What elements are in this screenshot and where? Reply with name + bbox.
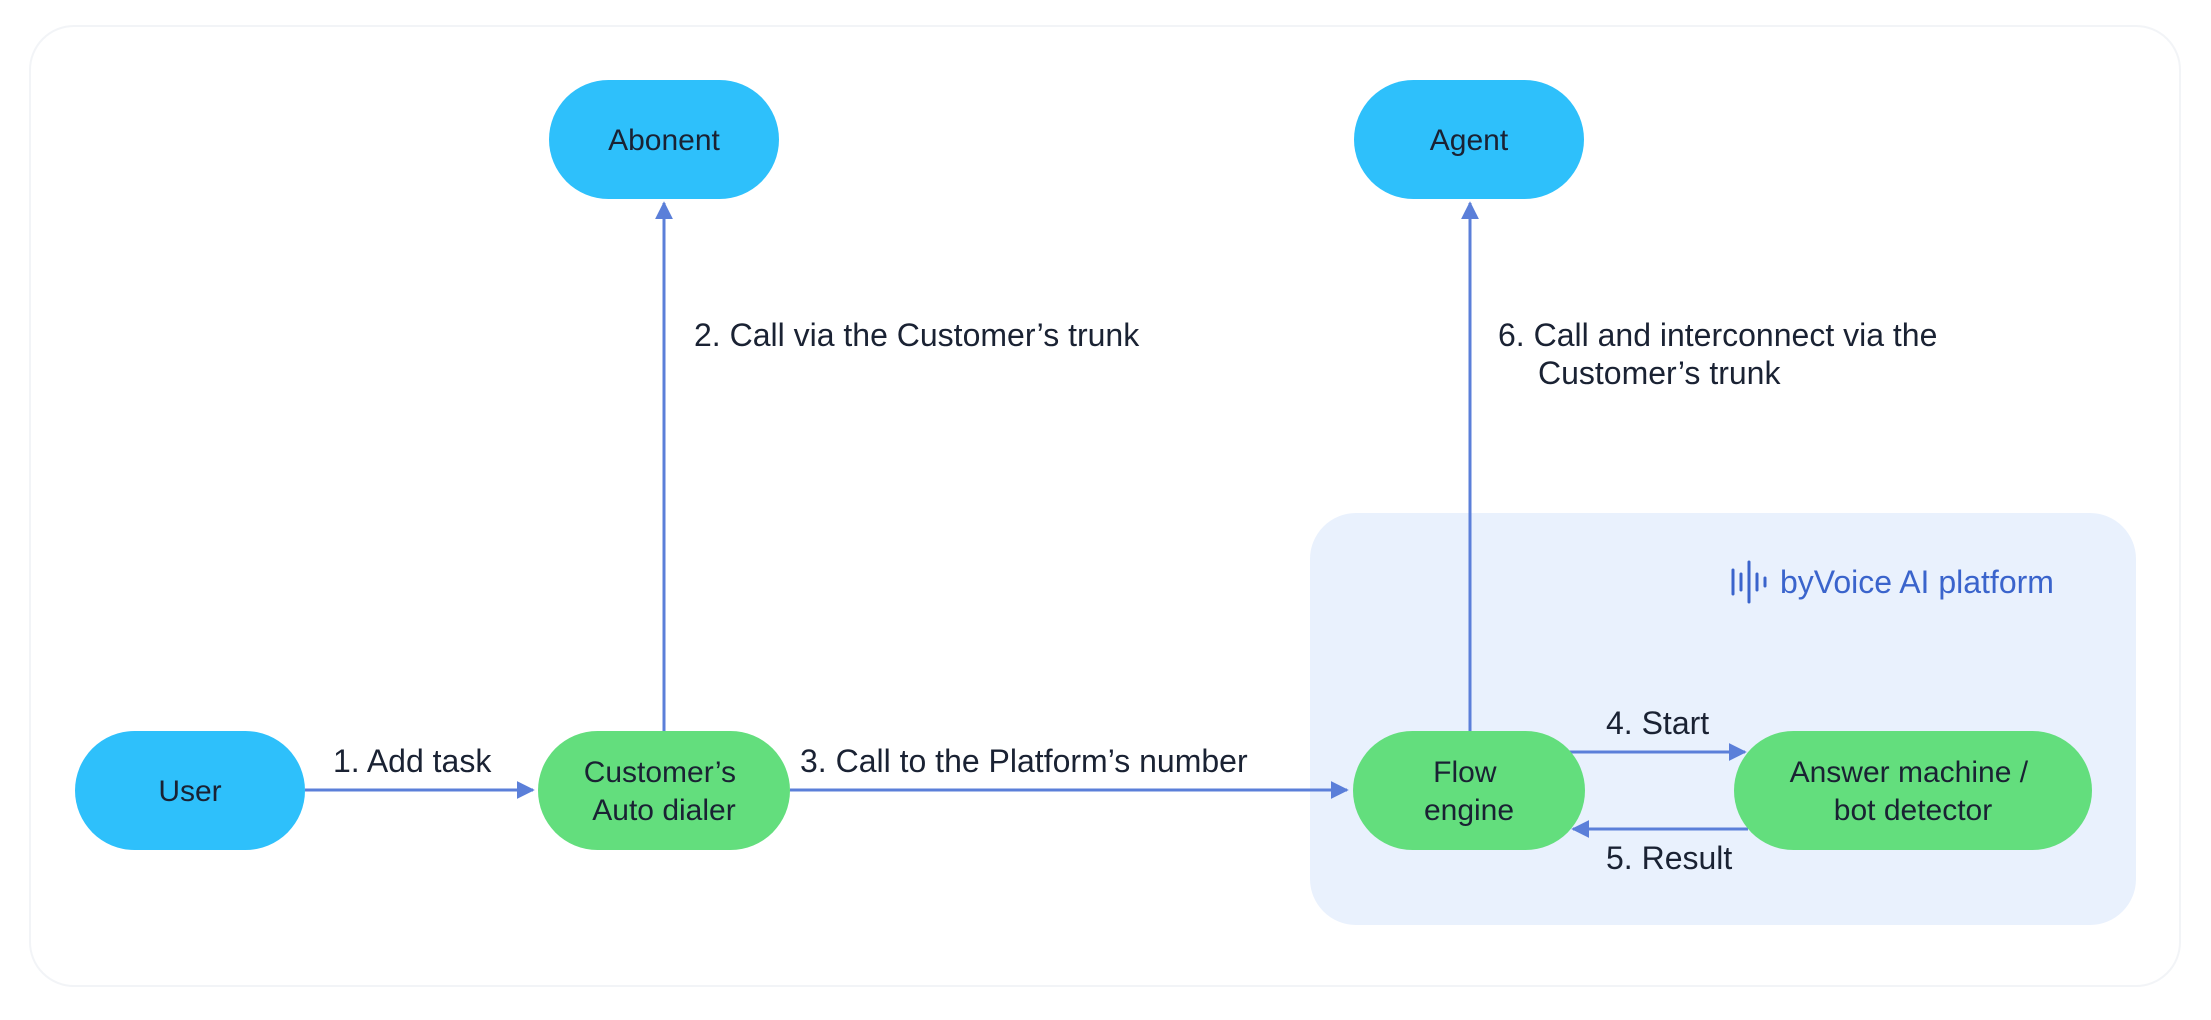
- node-shape: [1354, 80, 1584, 199]
- node-shape: [538, 731, 790, 850]
- node-abonent: Abonent: [549, 80, 779, 199]
- node-label: Flow engine: [1424, 756, 1514, 827]
- edge-label-result: 5. Result: [1606, 840, 1732, 876]
- node-label: Agent: [1430, 124, 1509, 157]
- edge-label-start: 4. Start: [1606, 705, 1709, 741]
- node-user: User: [75, 731, 305, 850]
- node-shape: [1734, 731, 2092, 850]
- edge-labels: 1. Add task 2. Call via the Customer’s t…: [333, 317, 1946, 876]
- node-label: User: [158, 775, 221, 808]
- node-label: Customer’s Auto dialer: [584, 756, 745, 827]
- node-agent: Agent: [1354, 80, 1584, 199]
- node-detector: Answer machine / bot detector: [1734, 731, 2092, 850]
- platform-label: byVoice AI platform: [1780, 564, 2054, 600]
- node-shape: [549, 80, 779, 199]
- node-flow-engine: Flow engine: [1353, 731, 1585, 850]
- edge-label-interconnect: 6. Call and interconnect via the Custome…: [1498, 317, 1946, 391]
- node-shape: [75, 731, 305, 850]
- node-label: Abonent: [608, 124, 720, 157]
- edge-label-add-task: 1. Add task: [333, 743, 492, 779]
- edge-label-call-platform: 3. Call to the Platform’s number: [800, 743, 1248, 779]
- node-auto-dialer: Customer’s Auto dialer: [538, 731, 790, 850]
- node-shape: [1353, 731, 1585, 850]
- waveform-icon: [1731, 560, 1767, 604]
- edges: [305, 201, 1748, 838]
- node-label: Answer machine / bot detector: [1790, 756, 2037, 827]
- edge-label-call-trunk: 2. Call via the Customer’s trunk: [694, 317, 1140, 353]
